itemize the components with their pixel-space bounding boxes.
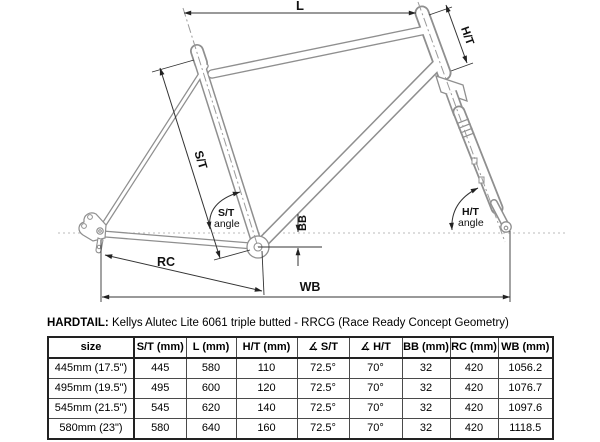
cell-ht-angle: 70° [348, 378, 403, 399]
fork-boot-hatch [456, 118, 475, 139]
cell-size: 495mm (19.5") [47, 378, 135, 399]
bike-geometry-diagram: L H/T S/T S/T angle BB RC WB [58, 0, 566, 302]
cell-wb: 1056.2 [497, 357, 554, 379]
cell-rc: 420 [449, 398, 499, 419]
dimension-RC: RC [100, 240, 265, 302]
cell-st: 445 [133, 357, 187, 379]
label-HT-angle-2: angle [458, 217, 484, 229]
cell-l: 580 [185, 357, 237, 379]
caption-prefix: HARDTAIL: [47, 317, 109, 329]
label-L: L [296, 0, 304, 13]
cell-size: 445mm (17.5") [47, 357, 135, 379]
cell-ht: 140 [235, 398, 298, 419]
cell-ht: 110 [235, 357, 298, 379]
label-ST: S/T [191, 149, 210, 172]
header-l: L (mm) [185, 336, 237, 359]
label-RC: RC [157, 255, 175, 269]
dimension-ST-angle: S/T angle [206, 191, 241, 230]
cell-size: 580mm (23") [47, 418, 135, 440]
label-HT: H/T [458, 25, 476, 47]
cell-l: 600 [185, 378, 237, 399]
cell-size: 545mm (21.5") [47, 398, 135, 419]
cell-st-angle: 72.5° [296, 378, 350, 399]
cell-rc: 420 [449, 418, 499, 440]
header-st-angle: ∡ S/T [296, 336, 350, 359]
header-rc: RC (mm) [449, 336, 499, 359]
label-BB: BB [297, 215, 309, 231]
rear-dropout [78, 212, 107, 254]
cell-ht-angle: 70° [348, 357, 403, 379]
cell-bb: 32 [401, 378, 451, 399]
label-ST-angle-1: S/T [218, 207, 235, 219]
header-ht-angle: ∡ H/T [348, 336, 403, 359]
cell-ht: 120 [235, 378, 298, 399]
cell-bb: 32 [401, 398, 451, 419]
dimension-HT: H/T [428, 4, 476, 72]
cell-wb: 1118.5 [497, 418, 554, 440]
geometry-table: size S/T (mm) L (mm) H/T (mm) ∡ S/T ∡ H/… [47, 336, 554, 440]
table-row: 580mm (23") 580 640 160 72.5° 70° 32 420… [47, 418, 554, 440]
table-row: 495mm (19.5") 495 600 120 72.5° 70° 32 4… [47, 378, 554, 399]
cell-ht-angle: 70° [348, 418, 403, 440]
dimension-HT-angle: H/T angle [449, 187, 484, 231]
label-WB: WB [300, 280, 321, 294]
cell-rc: 420 [449, 357, 499, 379]
cell-l: 620 [185, 398, 237, 419]
header-size: size [47, 336, 135, 359]
frame-outline [100, 5, 452, 253]
steering-axis [417, 1, 506, 243]
cell-bb: 32 [401, 418, 451, 440]
dimension-WB: WB [101, 231, 511, 302]
dimension-L: L [183, 0, 417, 16]
front-dropout [500, 221, 512, 233]
header-ht: H/T (mm) [235, 336, 298, 359]
label-ST-angle-2: angle [214, 218, 240, 230]
table-row: 445mm (17.5") 445 580 110 72.5° 70° 32 4… [47, 357, 554, 379]
header-st: S/T (mm) [133, 336, 187, 359]
cell-wb: 1076.7 [497, 378, 554, 399]
cell-st: 580 [133, 418, 187, 440]
cell-rc: 420 [449, 378, 499, 399]
cell-st: 545 [133, 398, 187, 419]
label-HT-angle-1: H/T [462, 206, 480, 218]
table-caption: HARDTAIL: Kellys Alutec Lite 6061 triple… [47, 317, 509, 329]
header-bb: BB (mm) [401, 336, 451, 359]
caption-text: Kellys Alutec Lite 6061 triple butted - … [108, 317, 509, 329]
cell-st-angle: 72.5° [296, 357, 350, 379]
header-row: size S/T (mm) L (mm) H/T (mm) ∡ S/T ∡ H/… [47, 336, 554, 359]
cell-ht: 160 [235, 418, 298, 440]
header-wb: WB (mm) [497, 336, 554, 359]
fork-brake-tab [478, 176, 485, 184]
cell-bb: 32 [401, 357, 451, 379]
frame-core [101, 7, 450, 251]
cell-l: 640 [185, 418, 237, 440]
dimension-BB: BB [258, 214, 322, 266]
cell-st-angle: 72.5° [296, 418, 350, 440]
tube-axes [182, 1, 506, 248]
seat-tube-axis [182, 7, 259, 248]
cell-st: 495 [133, 378, 187, 399]
cell-ht-angle: 70° [348, 398, 403, 419]
table-row: 545mm (21.5") 545 620 140 72.5° 70° 32 4… [47, 398, 554, 419]
cell-st-angle: 72.5° [296, 398, 350, 419]
cell-wb: 1097.6 [497, 398, 554, 419]
